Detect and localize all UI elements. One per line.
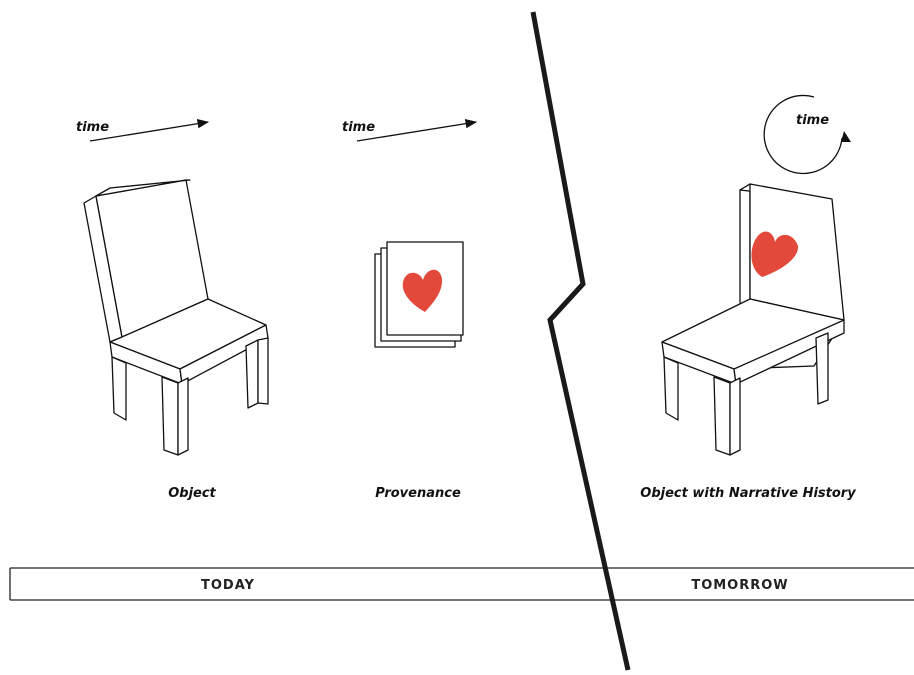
time-arrow-icon — [356, 119, 478, 142]
time-arrow-object: time — [76, 119, 210, 142]
time-label: time — [76, 120, 109, 135]
provenance-cards-icon — [374, 241, 464, 348]
heart-icon — [751, 231, 799, 277]
time-arrow-icon — [89, 119, 210, 142]
timeline-band: TODAY TOMORROW — [9, 567, 914, 601]
today-label: TODAY — [201, 578, 255, 593]
today-tomorrow-divider — [530, 11, 631, 671]
time-label: time — [342, 120, 375, 135]
chair-icon — [661, 183, 845, 456]
object-label: Object — [168, 486, 216, 501]
time-cycle: time — [763, 94, 851, 175]
time-arrow-provenance: time — [342, 119, 478, 142]
narrative-history-label: Object with Narrative History — [640, 486, 856, 501]
heart-icon — [402, 269, 443, 312]
tomorrow-label: TOMORROW — [691, 578, 788, 593]
provenance-label: Provenance — [375, 486, 461, 501]
cycle-arrow-icon — [763, 94, 843, 175]
chair-icon — [83, 179, 269, 456]
time-label: time — [796, 113, 829, 128]
